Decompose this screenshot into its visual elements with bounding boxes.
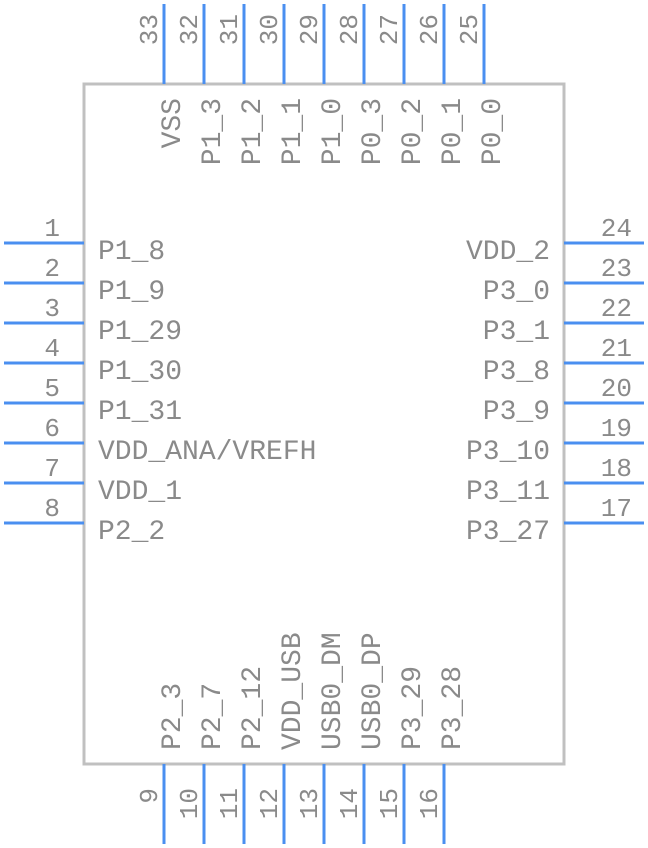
pin-name-32: P1_3 xyxy=(198,98,229,165)
pin-number-7: 7 xyxy=(44,454,60,484)
pin-name-9: P2_3 xyxy=(158,683,189,750)
pin-number-27: 27 xyxy=(375,14,405,45)
pin-name-25: P0_0 xyxy=(478,98,509,165)
pin-name-4: P1_30 xyxy=(98,357,182,388)
pin-number-24: 24 xyxy=(601,214,632,244)
pin-name-3: P1_29 xyxy=(98,317,182,348)
pin-number-33: 33 xyxy=(135,14,165,45)
pin-number-31: 31 xyxy=(215,14,245,45)
pin-name-16: P3_28 xyxy=(438,666,469,750)
pin-name-1: P1_8 xyxy=(98,237,165,268)
pin-number-9: 9 xyxy=(135,788,165,804)
pin-name-30: P1_1 xyxy=(278,98,309,165)
pin-name-33: VSS xyxy=(158,98,189,148)
pin-name-14: USB0_DP xyxy=(358,632,389,750)
pin-number-15: 15 xyxy=(375,788,405,819)
pin-number-14: 14 xyxy=(335,788,365,819)
pin-name-8: P2_2 xyxy=(98,517,165,548)
pin-number-16: 16 xyxy=(415,788,445,819)
pin-number-10: 10 xyxy=(175,788,205,819)
pin-name-6: VDD_ANA/VREFH xyxy=(98,437,316,468)
pin-number-21: 21 xyxy=(601,334,632,364)
pin-number-23: 23 xyxy=(601,254,632,284)
pin-number-13: 13 xyxy=(295,788,325,819)
pin-name-27: P0_2 xyxy=(398,98,429,165)
pin-name-24: VDD_2 xyxy=(466,237,550,268)
pin-name-11: P2_12 xyxy=(238,666,269,750)
pin-number-29: 29 xyxy=(295,14,325,45)
pin-name-29: P1_0 xyxy=(318,98,349,165)
pin-name-18: P3_11 xyxy=(466,477,550,508)
pin-number-28: 28 xyxy=(335,14,365,45)
pin-name-5: P1_31 xyxy=(98,397,182,428)
pin-name-23: P3_0 xyxy=(483,277,550,308)
pin-number-3: 3 xyxy=(44,294,60,324)
pins-layer: 1P1_82P1_93P1_294P1_305P1_316VDD_ANA/VRE… xyxy=(4,4,644,844)
pin-number-5: 5 xyxy=(44,374,60,404)
pin-number-2: 2 xyxy=(44,254,60,284)
pin-name-28: P0_3 xyxy=(358,98,389,165)
pin-number-11: 11 xyxy=(215,788,245,819)
pin-name-31: P1_2 xyxy=(238,98,269,165)
pin-number-4: 4 xyxy=(44,334,60,364)
pin-number-22: 22 xyxy=(601,294,632,324)
pin-name-22: P3_1 xyxy=(483,317,550,348)
pin-number-19: 19 xyxy=(601,414,632,444)
pin-name-21: P3_8 xyxy=(483,357,550,388)
pin-number-18: 18 xyxy=(601,454,632,484)
pin-name-2: P1_9 xyxy=(98,277,165,308)
pin-name-19: P3_10 xyxy=(466,437,550,468)
pin-name-26: P0_1 xyxy=(438,98,469,165)
pin-number-6: 6 xyxy=(44,414,60,444)
pin-name-15: P3_29 xyxy=(398,666,429,750)
pin-number-20: 20 xyxy=(601,374,632,404)
pin-name-17: P3_27 xyxy=(466,517,550,548)
pin-number-25: 25 xyxy=(455,14,485,45)
pin-number-12: 12 xyxy=(255,788,285,819)
pin-number-30: 30 xyxy=(255,14,285,45)
pin-number-17: 17 xyxy=(601,494,632,524)
pin-name-10: P2_7 xyxy=(198,683,229,750)
pin-number-26: 26 xyxy=(415,14,445,45)
pin-number-1: 1 xyxy=(44,214,60,244)
pin-name-12: VDD_USB xyxy=(278,632,309,750)
pin-number-32: 32 xyxy=(175,14,205,45)
pin-name-13: USB0_DM xyxy=(318,632,349,750)
pin-name-20: P3_9 xyxy=(483,397,550,428)
pin-number-8: 8 xyxy=(44,494,60,524)
pin-name-7: VDD_1 xyxy=(98,477,182,508)
